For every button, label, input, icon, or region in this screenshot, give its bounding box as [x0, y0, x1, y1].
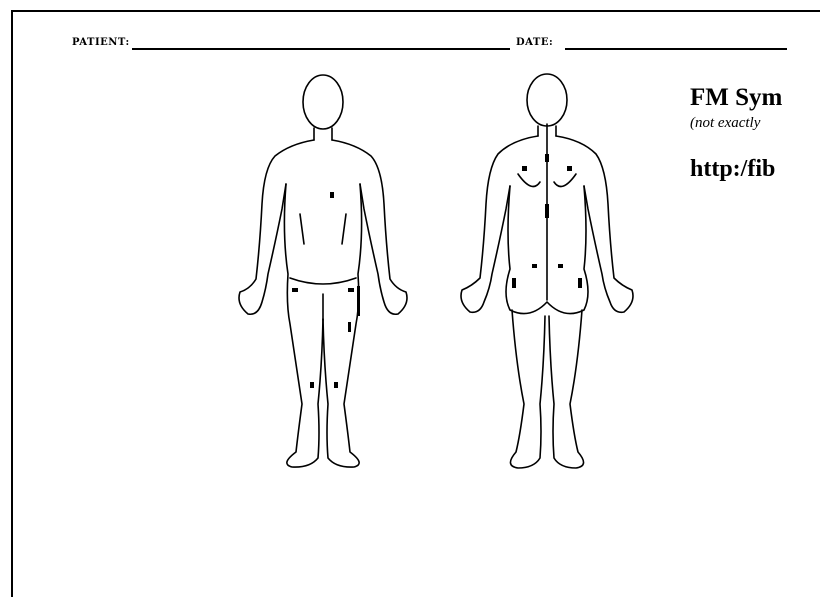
page-subtitle: (not exactly [690, 115, 760, 132]
page-title: FM Sym [690, 84, 782, 112]
patient-name-line [132, 48, 510, 50]
back-left-arm [461, 136, 538, 312]
front-left-leg [284, 184, 323, 467]
front-head [303, 75, 343, 129]
back-right-leg [549, 310, 584, 468]
front-right-leg [323, 184, 362, 467]
back-head [527, 74, 567, 126]
patient-label: PATIENT: [72, 37, 130, 48]
front-body-figure [230, 64, 420, 474]
front-left-arm [239, 140, 314, 314]
back-right-arm [556, 136, 633, 312]
source-url: http:/fib [690, 156, 775, 183]
date-line [565, 48, 787, 50]
back-body-figure [452, 64, 642, 474]
date-label: DATE: [516, 37, 553, 48]
back-left-leg [510, 310, 545, 468]
front-right-arm [332, 140, 407, 314]
